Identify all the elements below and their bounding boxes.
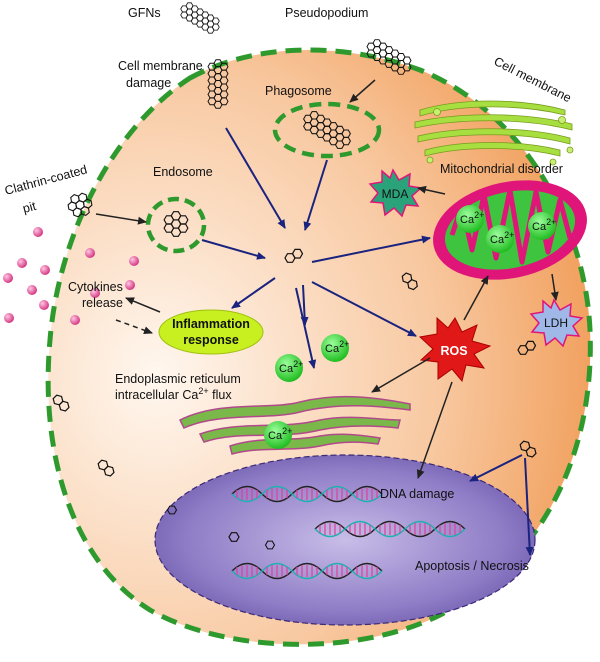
label-mitochondrial-disorder: Mitochondrial disorder	[440, 162, 563, 176]
svg-text:response: response	[183, 333, 239, 347]
inflammation-response-node: Inflammation response	[158, 309, 264, 355]
golgi-apparatus-icon	[414, 100, 574, 166]
svg-text:Ca2+: Ca2+	[325, 339, 349, 355]
svg-text:ROS: ROS	[440, 344, 467, 358]
label-pseudopodium: Pseudopodium	[285, 6, 368, 20]
label-endosome: Endosome	[153, 165, 213, 179]
label-er-1: Endoplasmic reticulum	[115, 372, 241, 386]
svg-text:Ca2+: Ca2+	[532, 217, 556, 233]
cell-membrane-outline	[45, 47, 593, 647]
svg-text:LDH: LDH	[544, 316, 568, 330]
svg-text:Ca2+: Ca2+	[268, 426, 292, 442]
ca-ball-3: Ca2+	[264, 421, 292, 449]
gfns-flake-icon	[181, 3, 220, 33]
ca-ball-mito-3: Ca2+	[528, 212, 556, 240]
label-phagosome: Phagosome	[265, 84, 332, 98]
label-cell-membrane-damage-2: damage	[126, 76, 171, 90]
cytokine-dots	[3, 227, 139, 325]
ros-node: ROS	[418, 316, 492, 383]
label-gfns: GFNs	[128, 6, 161, 20]
label-clathrin-coated-pit-1: Clathrin-coated	[3, 162, 89, 197]
mda-node: MDA	[368, 168, 423, 218]
ca-ball-mito-2: Ca2+	[486, 225, 514, 253]
ca-ball-2: Ca2+	[321, 334, 349, 362]
svg-text:Inflammation: Inflammation	[172, 317, 250, 331]
label-cytokines-2: release	[82, 296, 123, 310]
svg-text:MDA: MDA	[382, 187, 409, 201]
svg-text:Ca2+: Ca2+	[490, 230, 514, 246]
label-cytokines-1: Cytokines	[68, 280, 123, 294]
svg-text:Ca2+: Ca2+	[460, 210, 484, 226]
nucleus	[154, 454, 536, 626]
svg-text:Ca2+: Ca2+	[279, 359, 303, 375]
calcium-balls: Ca2+ Ca2+ Ca2+ Ca2+ Ca2+ Ca2+	[264, 205, 556, 449]
pathway-arrows	[201, 127, 534, 556]
label-cell-membrane-damage-1: Cell membrane	[118, 59, 203, 73]
process-arrows	[95, 79, 559, 479]
label-apoptosis-necrosis: Apoptosis / Necrosis	[415, 559, 529, 573]
ldh-node: LDH	[529, 298, 584, 348]
label-cell-membrane: Cell membrane	[492, 54, 574, 105]
ca-ball-mito-1: Ca2+	[456, 205, 484, 233]
phagosome-icon	[272, 101, 382, 159]
label-dna-damage: DNA damage	[380, 487, 454, 501]
label-clathrin-coated-pit-2: pit	[21, 199, 38, 216]
ca-ball-1: Ca2+	[275, 354, 303, 382]
label-er-2: intracellular Ca2+ flux	[115, 386, 232, 402]
endosome-icon	[145, 196, 207, 254]
